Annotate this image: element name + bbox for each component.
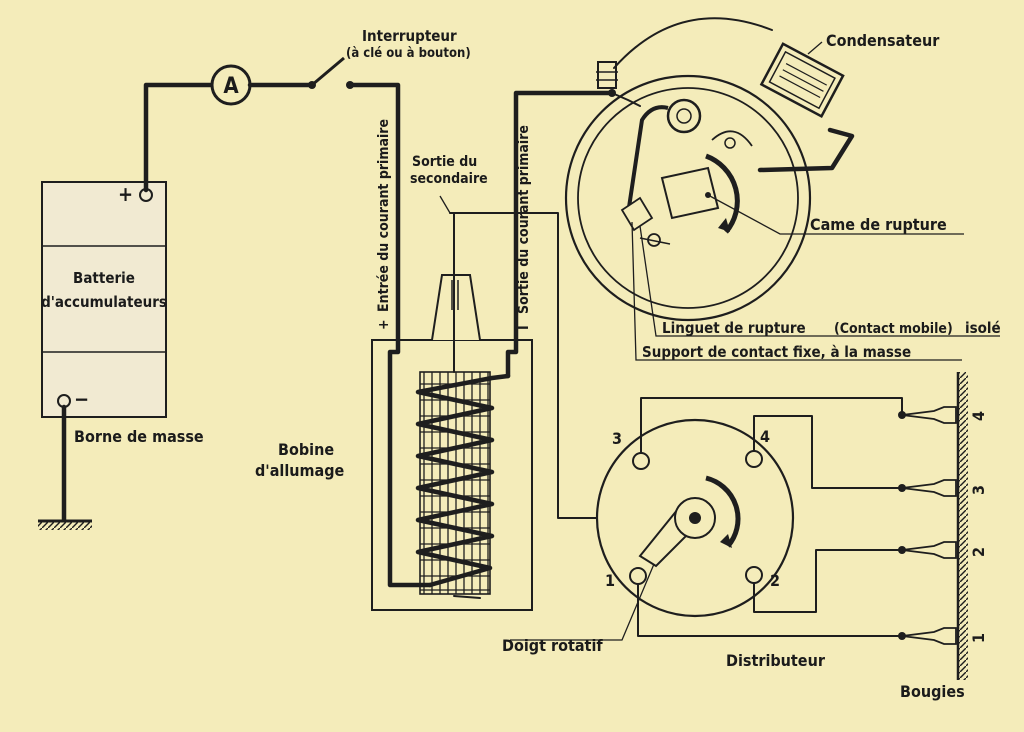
support-leader [631,221,962,361]
distributeur-label: Distributeur [726,651,826,670]
battery [41,181,167,418]
minus-sign: − [74,387,89,411]
spark-label-1: 1 [969,633,988,643]
condensateur-label: Condensateur [826,31,940,50]
sortie-secondaire-line1: Sortie du [412,154,477,170]
spark-plug-4 [898,406,957,424]
distributor-terminal-2 [745,566,763,584]
bougies-label: Bougies [900,682,965,701]
sortie-secondaire-line2: secondaire [410,171,488,187]
support-label: Support de contact fixe, à la masse [642,343,911,361]
spark-plug-2 [898,541,957,559]
linguet-leader [639,225,1000,337]
terminal-label-3: 3 [612,429,622,448]
lead-terminal-4 [753,415,903,489]
wire-battery-ammeter [143,82,215,193]
sortie-sign: I [516,325,532,330]
condenser [759,42,845,119]
wire-to-condenser [613,17,773,69]
terminal-label-2: 2 [770,571,780,590]
distributor [595,418,795,618]
doigt-label: Doigt rotatif [502,636,603,655]
plus-sign: + [118,182,133,206]
doigt-leader [510,563,655,641]
lead-terminal-1 [637,583,903,637]
bobine-label-line1: Bobine [278,440,334,459]
terminal-label-4: 4 [760,427,770,446]
spark-label-2: 2 [969,547,988,557]
interrupteur-title: Interrupteur [362,27,457,45]
linguet-label-part2: (Contact mobile) [834,321,953,337]
wire-primary-out [505,90,615,379]
bobine-label-line2: d'allumage [255,461,345,480]
distributor-terminal-4 [745,450,763,468]
ground-symbol [38,404,92,530]
engine-block [956,372,968,680]
battery-label-line2: d'accumulateurs [41,293,167,311]
spark-plug-1 [898,627,957,645]
wire-condenser-ground [757,127,855,173]
battery-label-line1: Batterie [73,269,135,287]
distributor-terminal-1 [629,567,647,585]
interrupteur-detail: (à clé ou à bouton) [346,46,471,61]
spark-label-4: 4 [969,411,988,421]
lead-terminal-2 [753,549,903,613]
distributor-terminal-3 [632,452,650,470]
switch [308,56,354,89]
ignition-coil [371,90,615,611]
spark-plug-3 [898,479,957,497]
linguet-label-part3: isolé [965,319,1001,337]
terminal-label-1: 1 [605,571,615,590]
borne-masse-label: Borne de masse [74,427,204,446]
entree-primaire-label: Entrée du courant primaire [376,119,392,312]
sortie-primaire-label: Sortie du courant primaire [516,125,532,314]
came-leader [707,194,964,235]
ammeter: A [210,64,252,106]
wire-primary-in [347,82,433,588]
linguet-label-part1: Linguet de rupture [662,319,806,337]
lead-terminal-3 [640,397,903,454]
entree-sign: + [376,319,392,330]
breaker-assembly [564,61,812,322]
came-label: Came de rupture [810,215,947,234]
ammeter-symbol: A [223,74,239,99]
spark-label-3: 3 [969,485,988,495]
